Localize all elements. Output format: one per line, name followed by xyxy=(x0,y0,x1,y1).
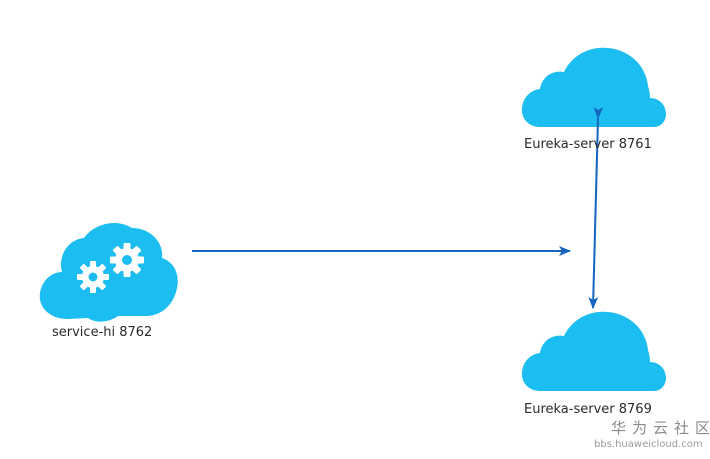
replication-arrow xyxy=(588,106,604,309)
watermark-brand: 华为云社区 xyxy=(611,419,710,437)
cloud-gears-icon xyxy=(39,223,178,322)
cloud-icon xyxy=(521,311,666,391)
eureka-8769-node xyxy=(521,311,666,391)
gear-icon xyxy=(77,261,109,293)
eureka-8761-label: Eureka-server 8761 xyxy=(524,137,652,152)
service-hi-node xyxy=(39,223,178,322)
watermark-url: bbs.huaweicloud.com xyxy=(594,439,703,450)
service-hi-label: service-hi 8762 xyxy=(52,325,153,340)
cloud-shape xyxy=(39,223,178,322)
eureka-8761-node xyxy=(521,47,666,127)
cloud-icon xyxy=(521,47,666,127)
gear-icon xyxy=(110,243,144,277)
eureka-8769-label: Eureka-server 8769 xyxy=(524,402,652,417)
